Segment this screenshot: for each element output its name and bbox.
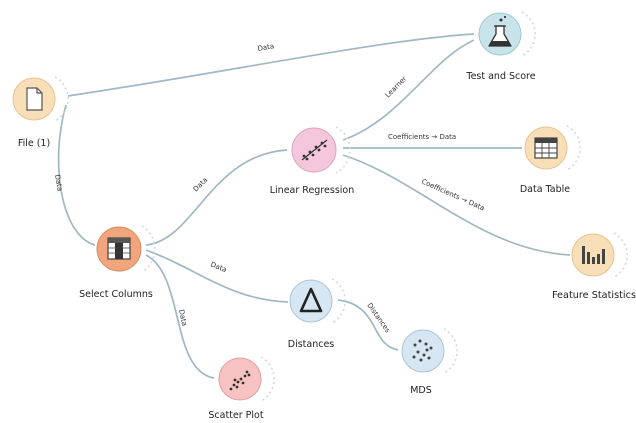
node-data-table[interactable]: Data Table [520,125,581,195]
data-table-node-label: Data Table [520,184,570,195]
link-file-test[interactable] [67,33,475,97]
distances-node-label: Distances [288,339,335,350]
link-file-select[interactable] [57,104,96,246]
node-linear-regression[interactable]: Linear Regression [270,126,355,196]
regression-icon [301,139,328,161]
table-columns-icon [107,237,131,260]
node-mds[interactable]: MDS [401,328,458,396]
node-file[interactable]: File (1) [12,76,69,149]
link-label-file-select: Data [53,174,64,192]
feature-statistics-node-label: Feature Statistics [552,290,636,301]
bar-chart-icon [582,246,605,264]
link-distances-mds[interactable] [337,299,399,351]
delta-icon [299,287,323,313]
data-table-icon [534,137,558,159]
mds-icon [412,339,433,362]
link-select-regression[interactable] [145,149,288,246]
file-icon [26,87,43,111]
mds-node-circle[interactable] [401,329,445,373]
node-scatter-plot[interactable]: Scatter Plot [208,356,275,421]
link-label-select-regression: Data [192,176,209,193]
scatter-plot-node-label: Scatter Plot [208,410,263,421]
node-select-columns[interactable]: Select Columns [79,225,156,300]
linear-regression-node-label: Linear Regression [270,185,355,196]
link-label-select-distances: Data [209,260,227,274]
link-label-file-test: Data [257,42,275,53]
node-feature-statistics[interactable]: Feature Statistics [552,232,636,301]
link-label-regression-stats: Coefficients → Data [420,178,486,213]
link-label-select-scatter: Data [177,309,188,327]
file-node-label: File (1) [18,138,50,149]
node-test-and-score[interactable]: Test and Score [465,11,536,82]
flask-icon [488,15,512,47]
feature-statistics-node-circle[interactable] [571,233,615,277]
link-select-distances[interactable] [145,249,289,303]
mds-node-label: MDS [410,385,432,396]
link-label-regression-test: Learner [384,75,409,100]
link-regression-stats[interactable] [342,154,571,256]
link-label-regression-table: Coefficients → Data [388,133,456,141]
scatter-plot-icon [229,370,251,391]
distances-node-circle[interactable] [289,279,333,323]
node-distances[interactable]: Distances [288,278,346,350]
test-and-score-node-label: Test and Score [465,71,535,82]
select-columns-node-label: Select Columns [79,289,153,300]
link-select-scatter[interactable] [145,254,215,379]
link-regression-test[interactable] [342,39,475,141]
